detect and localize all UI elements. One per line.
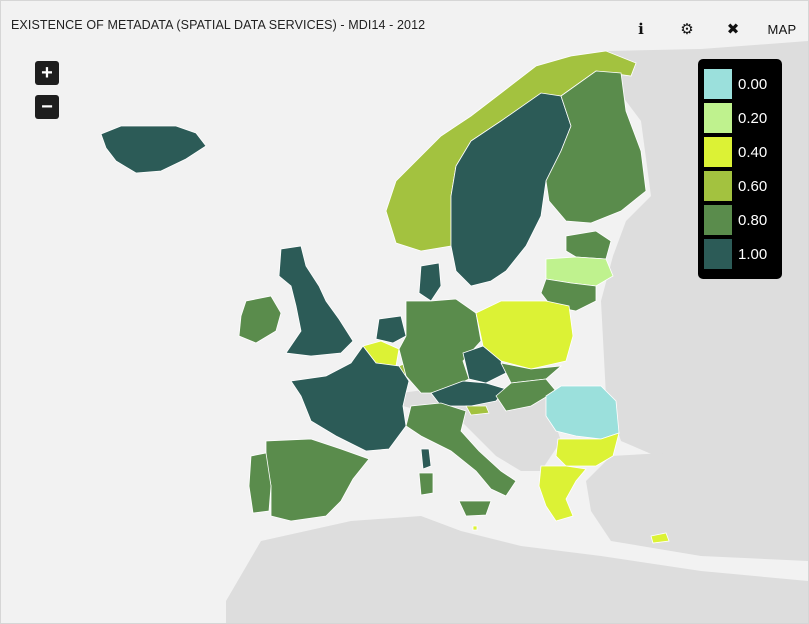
legend-label: 0.80 (738, 211, 768, 229)
legend-swatch (704, 137, 732, 167)
close-icon[interactable]: ✖ (726, 21, 740, 38)
legend-item: 0.40 (704, 137, 767, 167)
sweden-region[interactable] (450, 92, 572, 287)
sardinia-region[interactable] (418, 472, 434, 496)
denmark-region[interactable] (418, 262, 442, 302)
legend: 0.00 0.20 0.40 0.60 0.80 1.00 (698, 59, 782, 279)
cyprus-region[interactable] (650, 532, 670, 544)
toolbar: ℹ ⚙ ✖ MAP (618, 11, 808, 47)
finland-region[interactable] (545, 70, 647, 224)
sicily-region[interactable] (458, 500, 492, 517)
ireland-region[interactable] (238, 295, 282, 344)
legend-label: 0.40 (738, 143, 768, 161)
zoom-in-button[interactable]: + (35, 61, 59, 85)
north-africa-land (226, 516, 808, 623)
slovenia-region[interactable] (465, 405, 490, 416)
legend-item: 0.80 (704, 205, 767, 235)
france-region[interactable] (290, 345, 410, 452)
legend-swatch (704, 69, 732, 99)
legend-label: 1.00 (738, 245, 768, 263)
iceland-region[interactable] (100, 125, 207, 174)
legend-swatch (704, 103, 732, 133)
zoom-out-button[interactable]: − (35, 95, 59, 119)
legend-label: 0.20 (738, 109, 768, 127)
legend-item: 1.00 (704, 239, 767, 269)
italy-region[interactable] (405, 402, 517, 497)
estonia-region[interactable] (565, 230, 612, 260)
info-icon[interactable]: ℹ (638, 21, 644, 38)
romania-region[interactable] (545, 385, 620, 440)
map-button[interactable]: MAP (767, 21, 797, 37)
uk-region[interactable] (278, 245, 354, 357)
legend-item: 0.60 (704, 171, 767, 201)
countries (100, 50, 670, 544)
legend-swatch (704, 239, 732, 269)
bulgaria-region[interactable] (555, 432, 620, 467)
turkey-land (586, 451, 808, 561)
gear-icon[interactable]: ⚙ (680, 21, 694, 38)
page-title: EXISTENCE OF METADATA (SPATIAL DATA SERV… (11, 18, 426, 32)
spain-region[interactable] (265, 438, 370, 522)
legend-item: 0.20 (704, 103, 767, 133)
portugal-region[interactable] (248, 452, 272, 514)
legend-label: 0.00 (738, 75, 768, 93)
corsica-region[interactable] (420, 448, 432, 470)
greece-region[interactable] (538, 465, 587, 522)
legend-label: 0.60 (738, 177, 768, 195)
legend-item: 0.00 (704, 69, 767, 99)
malta-region[interactable] (472, 525, 478, 531)
legend-swatch (704, 205, 732, 235)
legend-swatch (704, 171, 732, 201)
netherlands-region[interactable] (375, 315, 407, 344)
